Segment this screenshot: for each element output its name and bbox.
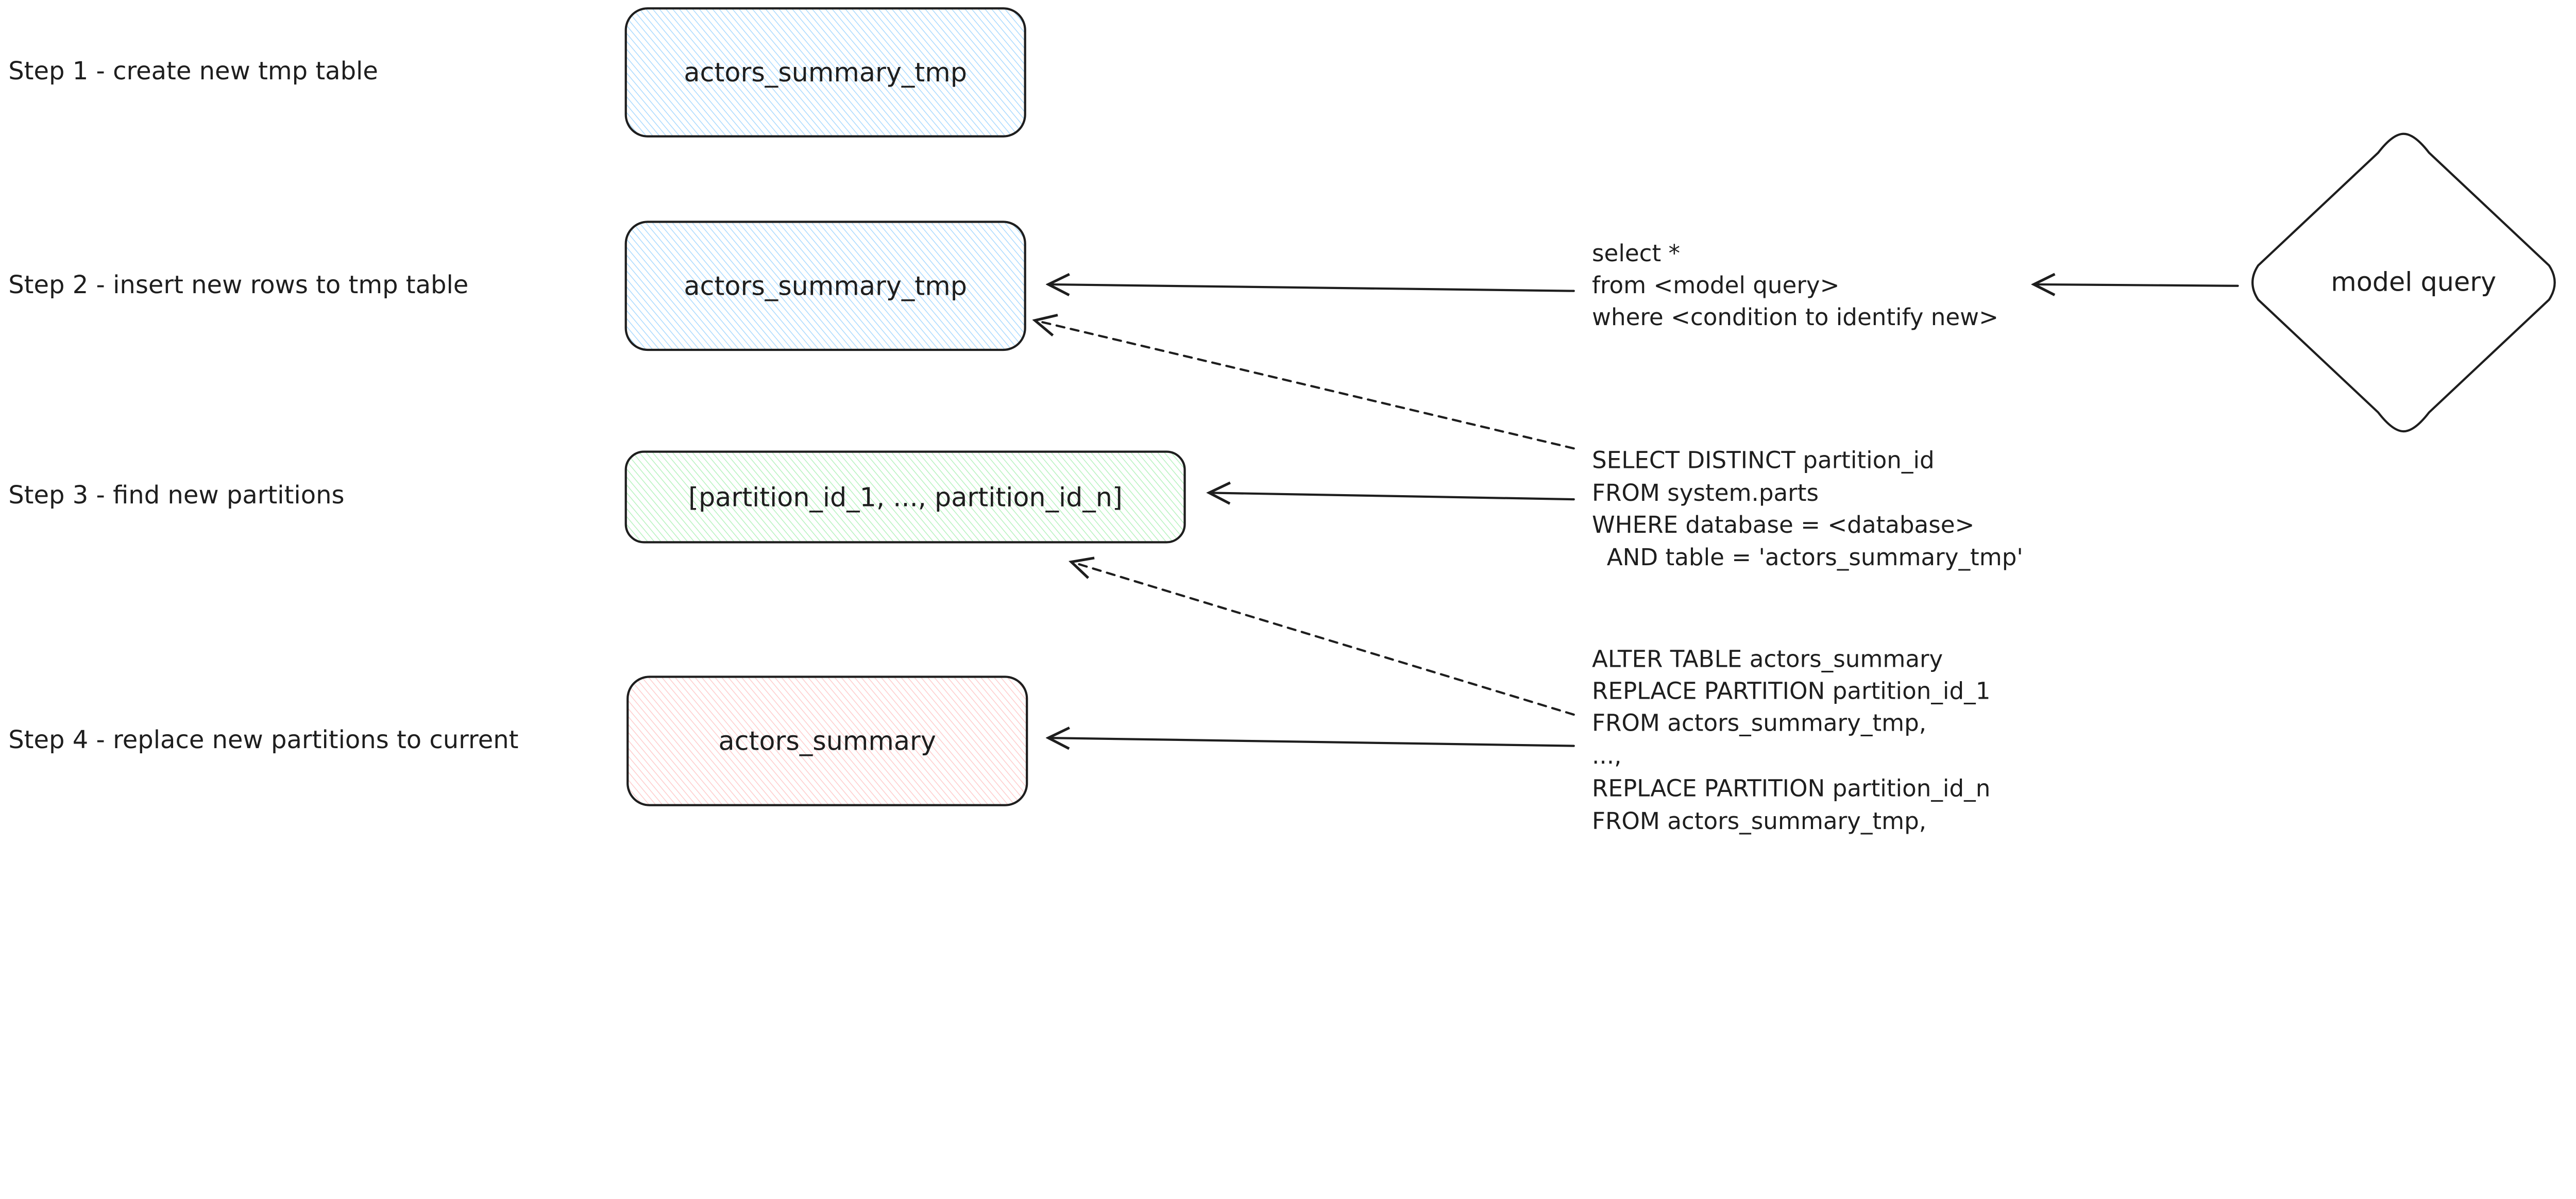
partitions-query-text: SELECT DISTINCT partition_id FROM system… bbox=[1592, 446, 2023, 570]
code-line: FROM system.parts bbox=[1592, 479, 1819, 506]
arrow-model-to-insert bbox=[2034, 284, 2239, 286]
replace-query-text: ALTER TABLE actors_summary REPLACE PARTI… bbox=[1592, 645, 1990, 835]
step-1-label: Step 1 - create new tmp table bbox=[8, 57, 378, 86]
tmp-table-box-step2[interactable]: actors_summary_tmp bbox=[624, 221, 1026, 351]
arrow-replace-to-summary bbox=[1048, 738, 1575, 746]
arrow-partitions-query-to-list bbox=[1209, 493, 1575, 499]
code-line: ALTER TABLE actors_summary bbox=[1592, 645, 1943, 672]
diagram-canvas: Step 1 - create new tmp table Step 2 - i… bbox=[8, 7, 2556, 835]
code-line: select * bbox=[1592, 240, 1680, 267]
code-line: REPLACE PARTITION partition_id_1 bbox=[1592, 678, 1990, 705]
code-line: WHERE database = <database> bbox=[1592, 511, 1974, 538]
code-line: ..., bbox=[1592, 742, 1621, 769]
code-line: FROM actors_summary_tmp, bbox=[1592, 710, 1926, 737]
box-label: actors_summary bbox=[718, 725, 936, 756]
dashed-arrow-replace-to-list bbox=[1071, 562, 1575, 716]
step-2-label: Step 2 - insert new rows to tmp table bbox=[8, 271, 468, 299]
step-4-label: Step 4 - replace new partitions to curre… bbox=[8, 725, 518, 754]
step-3-label: Step 3 - find new partitions bbox=[8, 481, 344, 510]
arrow-insert-to-tmp bbox=[1048, 284, 1575, 291]
dashed-arrow-partitions-to-tmp bbox=[1035, 320, 1575, 450]
partitions-list-box[interactable]: [partition_id_1, ..., partition_id_n] bbox=[624, 450, 1186, 544]
box-label: actors_summary_tmp bbox=[684, 271, 967, 301]
code-line: SELECT DISTINCT partition_id bbox=[1592, 446, 1935, 474]
code-line: REPLACE PARTITION partition_id_n bbox=[1592, 775, 1990, 802]
box-label: [partition_id_1, ..., partition_id_n] bbox=[688, 482, 1123, 512]
code-line: AND table = 'actors_summary_tmp' bbox=[1592, 544, 2023, 571]
insert-query-text: select * from <model query> where <condi… bbox=[1592, 240, 1998, 331]
model-query-diamond[interactable]: model query bbox=[2251, 132, 2556, 433]
tmp-table-box-step1[interactable]: actors_summary_tmp bbox=[624, 7, 1026, 138]
code-line: from <model query> bbox=[1592, 272, 1839, 299]
code-line: where <condition to identify new> bbox=[1592, 303, 1998, 331]
box-label: actors_summary_tmp bbox=[684, 57, 967, 88]
diamond-label: model query bbox=[2331, 267, 2496, 297]
actors-summary-box[interactable]: actors_summary bbox=[626, 676, 1028, 806]
code-line: FROM actors_summary_tmp, bbox=[1592, 807, 1926, 835]
